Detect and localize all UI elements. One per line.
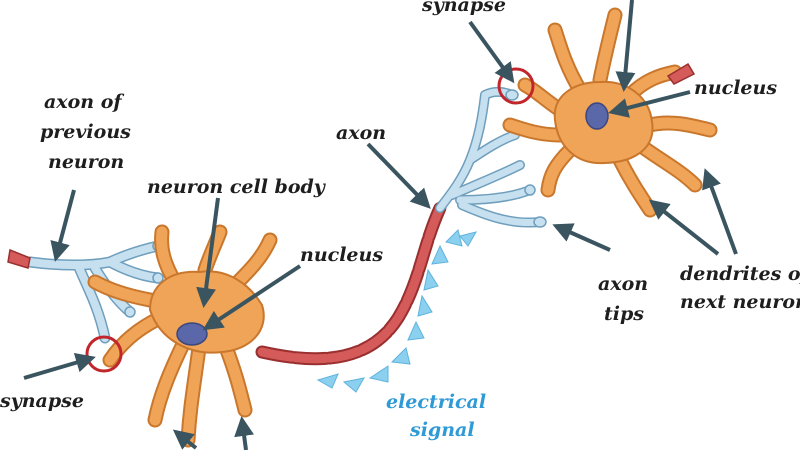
synapse-ring-right (497, 67, 535, 105)
label-axon-tips-1: axon (598, 273, 648, 295)
previous-axon-terminal (24, 240, 164, 344)
label-axon-of-previous-3: neuron (48, 151, 124, 173)
next-axon-myelin (666, 62, 696, 85)
label-neuron-cell-body: neuron cell body (147, 176, 327, 198)
label-axon-tips-2: tips (604, 303, 644, 325)
left-neuron (87, 224, 278, 448)
pointer-arrows (23, 0, 738, 450)
label-nucleus-left: nucleus (300, 244, 383, 266)
label-nucleus-right: nucleus (694, 77, 777, 99)
label-dendrites-2: next neuron (680, 291, 800, 313)
axon-tips (435, 87, 547, 228)
right-nucleus (585, 102, 609, 130)
label-axon-of-previous-1: axon of (44, 91, 124, 113)
label-dendrites-1: dendrites of (680, 263, 800, 285)
label-electrical-signal-1: electrical (386, 391, 486, 413)
electrical-signal-arrows (316, 229, 478, 393)
label-synapse-top: synapse (421, 0, 506, 16)
label-synapse-bottom: synapse (0, 390, 84, 412)
previous-axon-myelin (7, 248, 31, 269)
myelinated-axon (255, 201, 447, 366)
right-neuron (502, 7, 718, 218)
left-nucleus (176, 322, 208, 346)
label-axon-of-previous-2: previous (40, 121, 131, 143)
label-electrical-signal-2: signal (409, 419, 475, 441)
label-axon: axon (336, 122, 386, 144)
